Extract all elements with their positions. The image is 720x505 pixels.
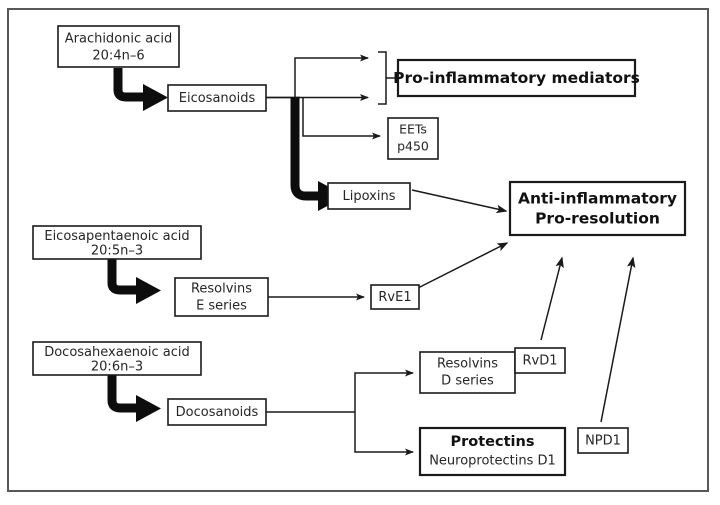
edge-rvd1-to-anti	[540, 256, 564, 341]
node-pro-inflammatory-mediators[interactable]: Pro-inflammatory mediators	[393, 58, 640, 98]
node-protectins[interactable]: Protectins Neuroprotectins D1	[418, 426, 567, 477]
node-eicosanoids[interactable]: Eicosanoids	[167, 84, 267, 112]
resolvins-d-line2: D series	[441, 374, 494, 389]
protectins-line2: Neuroprotectins D1	[429, 454, 556, 469]
node-npd1[interactable]: NPD1	[577, 427, 629, 454]
lipoxins-label: Lipoxins	[343, 189, 396, 204]
eicosanoids-label: Eicosanoids	[179, 91, 256, 106]
protectins-line1: Protectins	[451, 434, 535, 450]
edge-eicosanoids-branches	[294, 54, 381, 140]
eets-line1: EETs	[399, 122, 427, 137]
epa-line1: Eicosapentaenoic acid	[44, 229, 189, 244]
node-arachidonic-acid[interactable]: Arachidonic acid 20:4n–6	[57, 25, 180, 68]
node-eicosapentaenoic-acid[interactable]: Eicosapentaenoic acid 20:5n–3	[32, 225, 202, 260]
edge-rve1-to-anti	[417, 242, 509, 289]
rvd1-label: RvD1	[522, 354, 557, 369]
edge-npd1-to-anti	[600, 256, 636, 423]
node-rve1[interactable]: RvE1	[370, 284, 420, 310]
epa-line2: 20:5n–3	[91, 244, 143, 259]
edge-lipoxins-to-anti	[411, 189, 508, 214]
anti-inflammatory-line2: Pro-resolution	[535, 210, 660, 228]
anti-inflammatory-line1: Anti-inflammatory	[518, 190, 677, 208]
node-eets-p450[interactable]: EETs p450	[387, 117, 439, 160]
node-rvd1[interactable]: RvD1	[514, 347, 566, 374]
edge-aa-to-eicosanoids	[113, 68, 168, 111]
node-lipoxins[interactable]: Lipoxins	[327, 182, 411, 210]
dha-line1: Docosahexaenoic acid	[44, 345, 190, 360]
pro-inflammatory-label: Pro-inflammatory mediators	[393, 69, 640, 87]
resolvins-d-line1: Resolvins	[437, 357, 498, 372]
rve1-label: RvE1	[378, 290, 411, 305]
resolvins-e-line1: Resolvins	[191, 282, 252, 297]
eets-line2: p450	[397, 139, 429, 154]
bracket-pro-inflammatory	[378, 51, 398, 105]
edge-docosanoids-split	[265, 369, 414, 456]
arachidonic-acid-line2: 20:4n–6	[92, 49, 144, 64]
node-docosanoids[interactable]: Docosanoids	[167, 398, 267, 426]
node-anti-inflammatory[interactable]: Anti-inflammatory Pro-resolution	[508, 180, 687, 237]
arachidonic-acid-line1: Arachidonic acid	[65, 32, 173, 47]
node-docosahexaenoic-acid[interactable]: Docosahexaenoic acid 20:6n–3	[32, 341, 202, 376]
figure-border	[7, 8, 709, 492]
docosanoids-label: Docosanoids	[176, 405, 259, 420]
npd1-label: NPD1	[585, 434, 621, 449]
resolvins-e-line2: E series	[196, 299, 247, 314]
node-resolvins-e-series[interactable]: Resolvins E series	[174, 277, 269, 317]
edge-dha-to-docosanoids	[107, 375, 161, 422]
dha-line2: 20:6n–3	[91, 360, 143, 375]
edge-epa-to-resolvinse	[107, 259, 161, 304]
node-resolvins-d-series[interactable]: Resolvins D series	[419, 351, 516, 394]
